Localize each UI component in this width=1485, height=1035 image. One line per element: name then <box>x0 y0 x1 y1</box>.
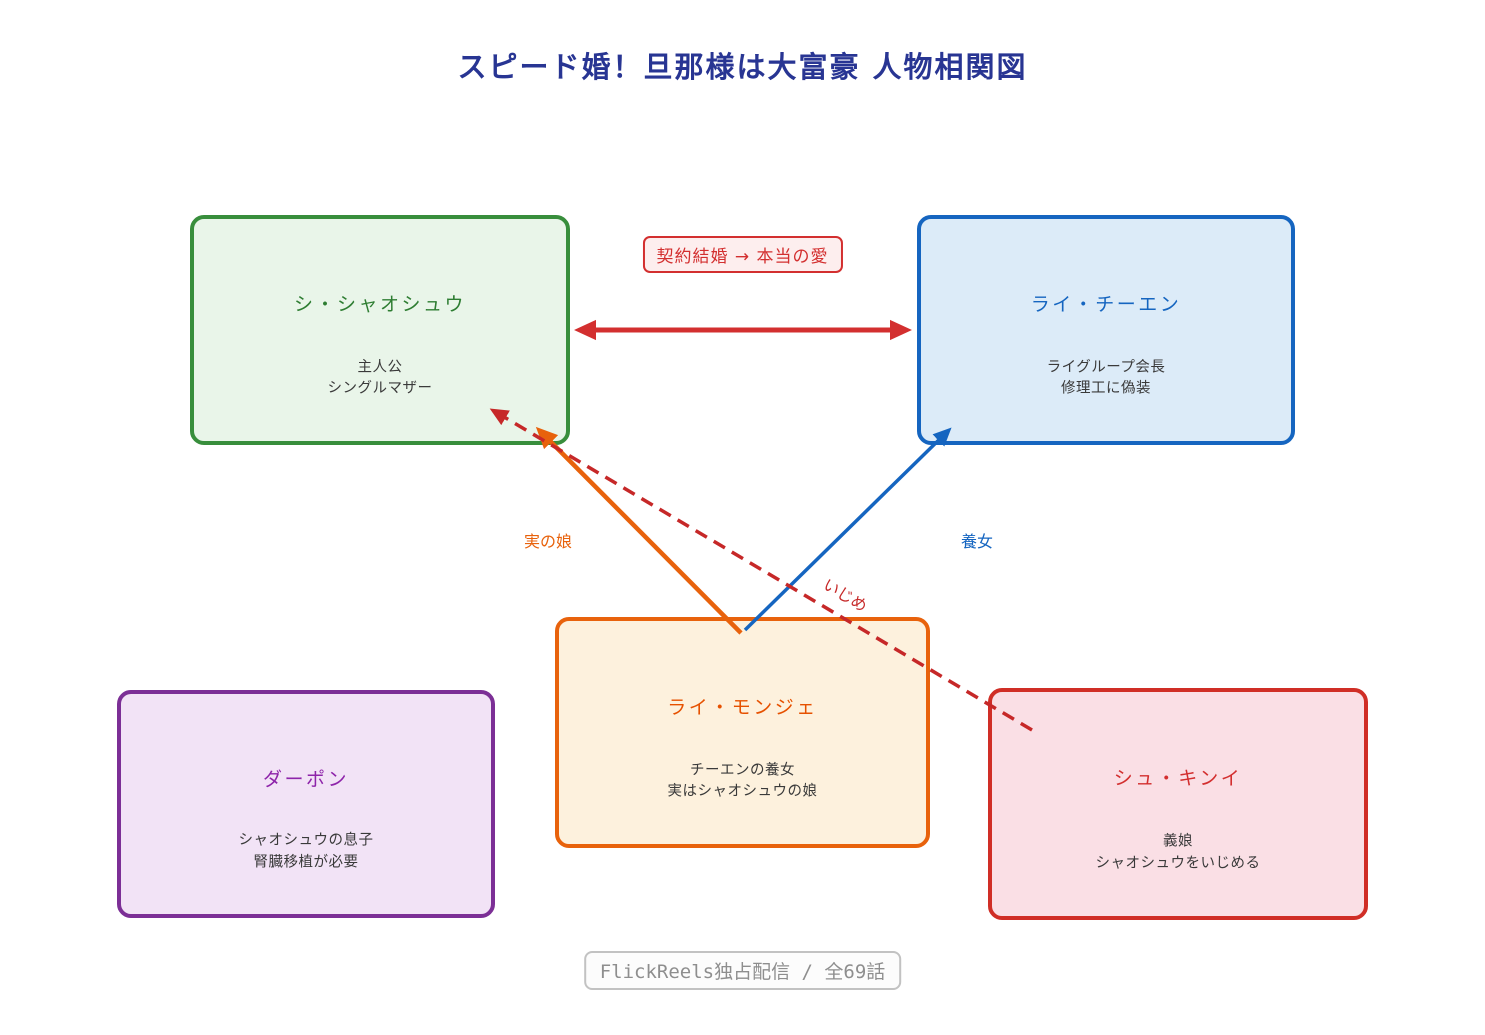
character-card-dapon: ダーポン シャオシュウの息子 腎臓移植が必要 <box>117 690 495 918</box>
character-name: ダーポン <box>262 768 349 791</box>
character-name: ライ・チーエン <box>1030 293 1182 316</box>
role-line: 主人公 <box>357 359 403 376</box>
role-line: シングルマザー <box>327 380 433 397</box>
character-name: シ・シャオシュウ <box>293 293 466 316</box>
role-line: 義娘 <box>1163 833 1193 850</box>
role-line: シャオシュウの息子 <box>238 832 374 849</box>
relation-label-bullying: いじめ <box>819 574 871 616</box>
page-title: スピード婚！旦那様は大富豪 人物相関図 <box>457 50 1028 84</box>
relation-label-contract-marriage: 契約結婚 → 本当の愛 <box>642 236 843 273</box>
character-name: シュ・キンイ <box>1113 767 1243 790</box>
relation-label-real-daughter: 実の娘 <box>524 532 573 551</box>
relation-label-adopted-daughter: 養女 <box>961 532 994 551</box>
character-role: ライグループ会長 修理工に偽装 <box>921 357 1291 400</box>
role-line: 修理工に偽装 <box>1061 380 1151 397</box>
character-role: 主人公 シングルマザー <box>194 357 566 400</box>
character-card-shaoshu: シ・シャオシュウ 主人公 シングルマザー <box>190 215 570 445</box>
distribution-badge: FlickReels独占配信 / 全69話 <box>583 951 902 990</box>
role-line: チーエンの養女 <box>690 762 795 779</box>
character-role: 義娘 シャオシュウをいじめる <box>992 832 1364 875</box>
character-card-shukini: シュ・キンイ 義娘 シャオシュウをいじめる <box>988 688 1368 920</box>
character-card-chien: ライ・チーエン ライグループ会長 修理工に偽装 <box>917 215 1295 445</box>
role-line: シャオシュウをいじめる <box>1095 855 1261 872</box>
character-name: ライ・モンジェ <box>667 696 818 719</box>
role-line: 実はシャオシュウの娘 <box>667 783 818 800</box>
role-line: 腎臓移植が必要 <box>253 854 359 871</box>
character-role: チーエンの養女 実はシャオシュウの娘 <box>559 760 926 803</box>
character-card-monje: ライ・モンジェ チーエンの養女 実はシャオシュウの娘 <box>555 617 930 848</box>
role-line: ライグループ会長 <box>1046 359 1166 376</box>
character-role: シャオシュウの息子 腎臓移植が必要 <box>121 831 491 874</box>
